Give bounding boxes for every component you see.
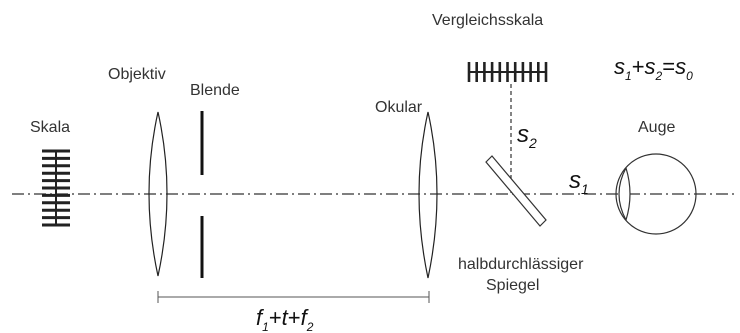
equation-s1-s2-s0: s1+s2=s0 <box>614 54 693 83</box>
okular-lens <box>418 111 438 279</box>
vergleichsskala-label: Vergleichsskala <box>432 12 543 29</box>
objektiv-lens <box>148 111 168 277</box>
auge-eye <box>615 153 697 235</box>
dimension-line <box>157 291 430 303</box>
spiegel-label-line1: halbdurchlässiger <box>458 256 584 273</box>
s2-label: s2 <box>517 121 537 151</box>
spiegel-label-line2: Spiegel <box>486 277 539 294</box>
okular-label: Okular <box>375 99 423 116</box>
vergleichsskala-scale <box>467 62 548 82</box>
blende-label: Blende <box>190 82 240 99</box>
dimension-label-f1-t-f2: f1+t+f2 <box>256 305 314 333</box>
skala-label: Skala <box>30 119 70 136</box>
auge-label: Auge <box>638 119 675 136</box>
objektiv-label: Objektiv <box>108 66 166 83</box>
halbdurchlaessiger-spiegel <box>485 155 547 227</box>
s1-label: s1 <box>569 167 589 197</box>
skala-scale <box>42 149 70 227</box>
